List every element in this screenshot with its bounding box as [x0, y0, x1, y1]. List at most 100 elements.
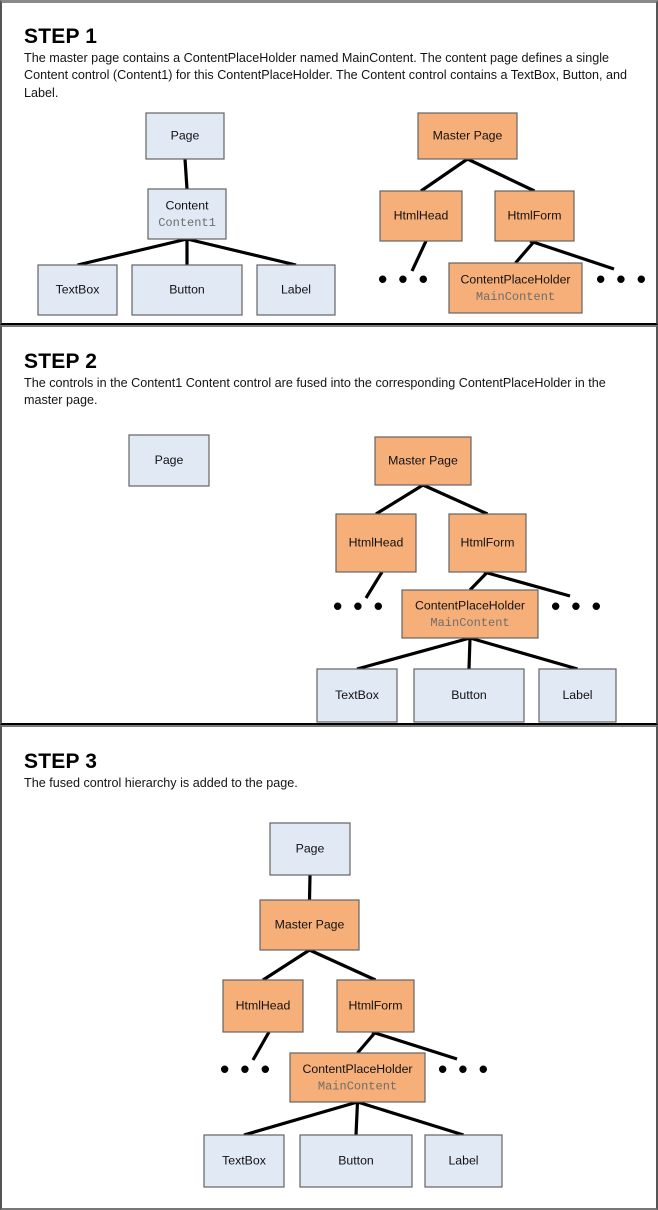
node-master-label: Master Page — [388, 453, 458, 467]
node-form[interactable]: HtmlForm — [336, 979, 415, 1033]
node-master-label: Master Page — [275, 917, 345, 931]
step-3-description: The fused control hierarchy is added to … — [24, 775, 298, 790]
node-page[interactable]: Page — [269, 822, 351, 876]
node-head-box[interactable] — [379, 190, 463, 242]
orphan-page-tree: Page — [128, 434, 210, 487]
step-3-panel: STEP 3 The fused control hierarchy is ad… — [0, 725, 658, 1210]
node-label[interactable]: Label — [424, 1134, 503, 1188]
node-label[interactable]: Label — [538, 668, 617, 723]
node-textbox-label: TextBox — [335, 688, 380, 702]
node-label-label: Label — [281, 282, 311, 296]
node-form-box[interactable] — [448, 513, 527, 573]
node-cph-label: ContentPlaceHolder — [302, 1062, 412, 1076]
node-textbox[interactable]: TextBox — [37, 264, 118, 316]
node-textbox[interactable]: TextBox — [316, 668, 398, 723]
node-label-box[interactable] — [424, 1134, 503, 1188]
step-2-description: The controls in the Content1 Content con… — [24, 375, 606, 408]
node-form-box[interactable] — [494, 190, 575, 242]
edge-master-to-form — [422, 483, 489, 516]
edge-content-to-textbox — [77, 237, 188, 267]
node-content-box[interactable] — [147, 188, 227, 240]
node-textbox-box[interactable] — [316, 668, 398, 723]
node-page-label: Page — [155, 453, 184, 467]
node-head-label: HtmlHead — [236, 998, 291, 1012]
edge-form-to-cph — [514, 239, 536, 265]
ellipsis-dots-form: • • • — [596, 264, 648, 294]
step-3-title: STEP 3 — [24, 750, 98, 774]
node-label-box[interactable] — [256, 264, 336, 316]
node-head-box[interactable] — [222, 979, 304, 1033]
edge-cph-to-label — [357, 1100, 464, 1137]
step-1-panel: STEP 1 The master page contains a Conten… — [0, 0, 658, 325]
node-button[interactable]: Button — [413, 668, 525, 723]
ellipsis-dots-head: • • • — [220, 1054, 272, 1084]
node-content-label: Content — [165, 198, 209, 212]
node-page-box[interactable] — [145, 112, 225, 160]
node-form-box[interactable] — [336, 979, 415, 1033]
edge-page-to-content — [183, 158, 189, 190]
node-page[interactable]: Page — [128, 434, 210, 487]
ellipsis-dots-head: • • • — [333, 591, 385, 621]
node-page[interactable]: Page — [145, 112, 225, 160]
edge-cph-to-button — [467, 637, 472, 670]
node-button-label: Button — [338, 1153, 374, 1167]
node-cph-box[interactable] — [289, 1052, 426, 1103]
node-cph-sublabel: MainContent — [430, 616, 509, 630]
node-cph-box[interactable] — [401, 589, 539, 639]
node-button-box[interactable] — [413, 668, 525, 723]
node-head-box[interactable] — [335, 513, 417, 573]
edge-head-to-dots-head — [364, 571, 384, 599]
edge-head-to-dots-head — [251, 1031, 271, 1061]
node-page-box[interactable] — [128, 434, 210, 487]
edge-master-to-form — [308, 948, 377, 982]
node-cph-box[interactable] — [448, 262, 583, 314]
edge-form-to-dots-form — [529, 239, 615, 271]
node-textbox[interactable]: TextBox — [203, 1134, 285, 1188]
node-label-label: Label — [562, 688, 592, 702]
node-form[interactable]: HtmlForm — [494, 190, 575, 242]
node-master-box[interactable] — [417, 112, 518, 160]
node-cph-sublabel: MainContent — [476, 290, 555, 304]
node-page-label: Page — [171, 128, 200, 142]
node-master-box[interactable] — [259, 899, 360, 951]
node-cph-sublabel: MainContent — [318, 1080, 397, 1094]
node-textbox-box[interactable] — [203, 1134, 285, 1188]
node-textbox-box[interactable] — [37, 264, 118, 316]
node-page-label: Page — [296, 841, 325, 855]
node-form-label: HtmlForm — [508, 208, 562, 222]
edge-master-to-head — [375, 483, 424, 516]
node-form[interactable]: HtmlForm — [448, 513, 527, 573]
node-head[interactable]: HtmlHead — [222, 979, 304, 1033]
node-master[interactable]: Master Page — [417, 112, 518, 160]
node-master[interactable]: Master Page — [259, 899, 360, 951]
node-button-label: Button — [169, 282, 205, 296]
node-label[interactable]: Label — [256, 264, 336, 316]
node-cph-label: ContentPlaceHolder — [460, 272, 570, 286]
node-head-label: HtmlHead — [349, 535, 404, 549]
node-button[interactable]: Button — [131, 264, 243, 316]
step-2-title: STEP 2 — [24, 350, 98, 374]
edge-form-to-cph — [356, 1030, 377, 1055]
node-head[interactable]: HtmlHead — [335, 513, 417, 573]
node-head[interactable]: HtmlHead — [379, 190, 463, 242]
node-button-box[interactable] — [131, 264, 243, 316]
node-button[interactable]: Button — [299, 1134, 413, 1188]
node-label-box[interactable] — [538, 668, 617, 723]
node-button-box[interactable] — [299, 1134, 413, 1188]
edge-form-to-dots-form — [371, 1030, 458, 1061]
edge-page-to-master — [307, 874, 312, 901]
node-textbox-label: TextBox — [56, 282, 101, 296]
edge-master-to-form — [466, 157, 536, 193]
node-master[interactable]: Master Page — [374, 436, 472, 486]
node-master-box[interactable] — [374, 436, 472, 486]
node-page-box[interactable] — [269, 822, 351, 876]
step-2-panel: STEP 2 The controls in the Content1 Cont… — [0, 325, 658, 725]
